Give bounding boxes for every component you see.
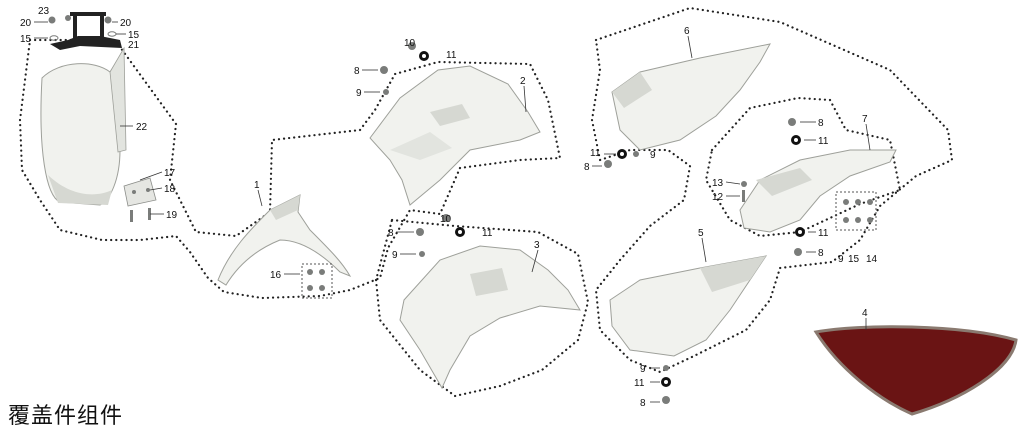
callout-21: 21 [128, 40, 140, 51]
callout-9-top: 9 [356, 88, 362, 99]
callout-1: 1 [254, 180, 260, 191]
number-plate-icon [40, 46, 127, 206]
callout-8-mid: 8 [388, 228, 394, 239]
callout-17: 17 [164, 168, 176, 179]
hardware-box-16 [301, 263, 333, 299]
callout-12: 12 [712, 192, 724, 203]
callout-5: 5 [698, 228, 704, 239]
callout-11-mid: 11 [482, 228, 493, 239]
callout-9-box: 9 [838, 254, 844, 265]
group-outlines [18, 6, 954, 398]
callout-19: 19 [166, 210, 178, 221]
callout-8-top: 8 [354, 66, 360, 77]
callout-numbers: 1 2 3 4 5 6 7 22 17 18 19 16 23 20 20 15… [20, 6, 878, 409]
callout-16: 16 [270, 270, 282, 281]
callout-8-right: 8 [818, 118, 824, 129]
leader-lines [34, 21, 871, 403]
callout-4: 4 [862, 308, 868, 319]
seat-icon [813, 325, 1018, 416]
callout-9-bottom: 9 [640, 364, 646, 375]
callout-9-mid: 9 [392, 250, 398, 261]
left-side-panel-icon [609, 255, 768, 357]
callout-8-center: 8 [584, 162, 590, 173]
callout-8-bottom: 8 [640, 398, 646, 409]
callout-10-mid: 10 [440, 214, 452, 225]
callout-13: 13 [712, 178, 724, 189]
front-fender-icon [217, 194, 352, 286]
fasteners [380, 42, 805, 404]
callout-20-left: 20 [20, 18, 32, 29]
hardware-top-left [48, 15, 117, 41]
diagram-title: 覆盖件组件 [8, 404, 124, 429]
callout-9-center: 9 [650, 150, 656, 161]
callout-18: 18 [164, 184, 176, 195]
callout-3: 3 [534, 240, 540, 251]
small-bracket-icon [123, 177, 157, 222]
right-side-panel-icon [611, 43, 771, 151]
callout-11-center: 11 [590, 148, 601, 159]
callout-23: 23 [38, 6, 50, 17]
callout-11-top: 11 [446, 50, 457, 61]
right-shroud-icon [369, 65, 541, 206]
callout-14-box: 14 [866, 254, 878, 265]
callout-20-right: 20 [120, 18, 132, 29]
callout-15-box: 15 [848, 254, 860, 265]
callout-8-lower: 8 [818, 248, 824, 259]
callout-10-top: 10 [404, 38, 416, 49]
callout-11-lower: 11 [818, 228, 829, 239]
callout-11-bottom: 11 [634, 378, 645, 389]
left-shroud-icon [399, 245, 581, 390]
callout-15-left: 15 [20, 34, 32, 45]
hardware-box-14 [835, 191, 877, 231]
callout-11-right: 11 [818, 136, 829, 147]
callout-6: 6 [684, 26, 690, 37]
callout-22: 22 [136, 122, 148, 133]
callout-7: 7 [862, 114, 868, 125]
rear-fender-icon [739, 149, 897, 233]
mounting-bracket-icon [50, 12, 122, 50]
callout-15-right: 15 [128, 30, 140, 41]
callout-2: 2 [520, 76, 526, 87]
